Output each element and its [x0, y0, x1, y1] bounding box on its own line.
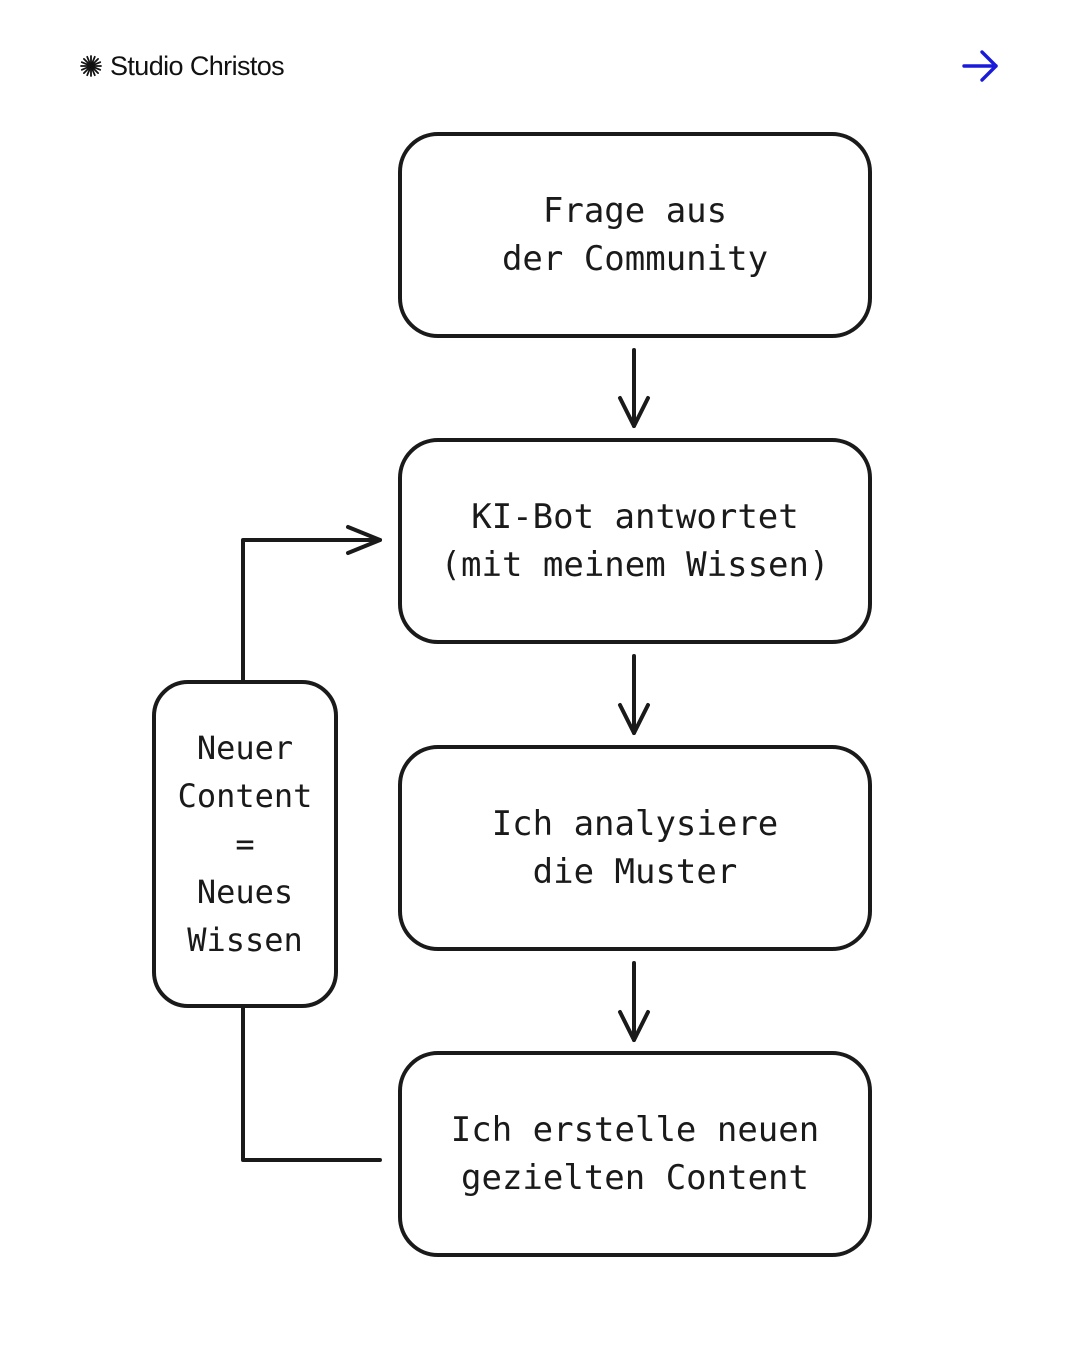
node-loop-line-1: Neuer: [196, 729, 294, 767]
node-analyze-line-1: Ich analysiere: [491, 804, 779, 844]
node-create: Ich erstelle neuen gezielten Content: [398, 1051, 872, 1257]
node-question-line-2: der Community: [501, 239, 769, 279]
edge-question-to-bot: [618, 348, 650, 428]
edge-create-to-loop: [241, 1006, 382, 1162]
brand: Studio Christos: [80, 46, 285, 86]
brand-name: Studio Christos: [110, 50, 285, 81]
edge-loop-to-bot: [241, 525, 382, 682]
node-loop-line-2: Content: [177, 777, 313, 815]
arrow-right-icon[interactable]: [956, 42, 1004, 90]
node-question: Frage aus der Community: [398, 132, 872, 338]
node-loop-line-3: =: [235, 825, 255, 863]
node-loop-line-5: Wissen: [187, 921, 303, 959]
node-analyze: Ich analysiere die Muster: [398, 745, 872, 951]
edge-analyze-to-create: [618, 961, 650, 1042]
edge-bot-to-analyze: [618, 654, 650, 735]
node-question-line-1: Frage aus: [542, 191, 728, 231]
node-bot-line-1: KI-Bot antwortet: [471, 497, 799, 537]
sparkle-burst-icon: [80, 55, 102, 77]
node-loop-line-4: Neues: [196, 873, 294, 911]
node-create-line-1: Ich erstelle neuen: [450, 1110, 820, 1150]
node-analyze-line-2: die Muster: [532, 852, 738, 892]
node-loop: Neuer Content = Neues Wissen: [152, 680, 338, 1008]
node-bot: KI-Bot antwortet (mit meinem Wissen): [398, 438, 872, 644]
node-create-line-2: gezielten Content: [461, 1158, 809, 1198]
node-bot-line-2: (mit meinem Wissen): [440, 545, 830, 585]
